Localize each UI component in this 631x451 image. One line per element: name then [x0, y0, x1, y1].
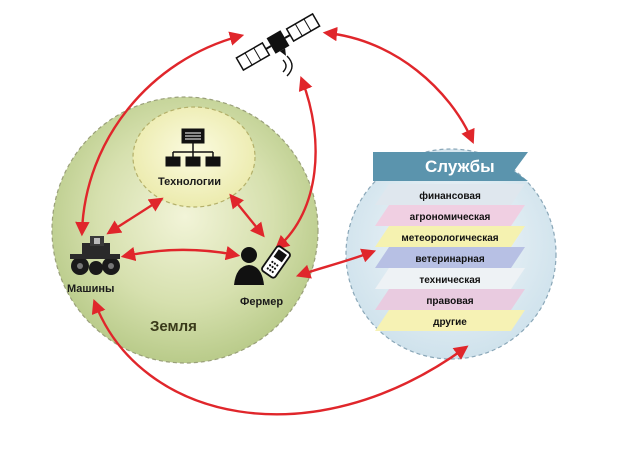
farmer-label: Фермер: [240, 296, 283, 308]
arrow-satellite-farmer: [274, 75, 317, 250]
service-label: ветеринарная: [415, 254, 484, 265]
service-label: правовая: [426, 296, 473, 307]
arrow-machines-services: [91, 298, 469, 416]
services-stripes: финансовая агрономическая метеорологическа…: [375, 184, 525, 331]
service-stripe: [375, 184, 525, 205]
service-label: агрономическая: [410, 212, 491, 223]
arrows: [75, 26, 475, 416]
arrow-technologies-farmer: [229, 193, 265, 238]
arrow-farmer-services: [295, 248, 377, 279]
service-label: другие: [433, 317, 467, 328]
technologies-label: Технологии: [158, 176, 221, 188]
services-header: [373, 152, 528, 181]
service-stripe: [375, 226, 525, 247]
service-label: финансовая: [419, 190, 481, 202]
service-label: техническая: [419, 275, 480, 286]
tractor-icon: [70, 236, 120, 275]
service-stripe: [375, 247, 525, 268]
arrow-machines-technologies: [106, 197, 164, 235]
machines-label: Машины: [67, 283, 114, 295]
service-stripe: [375, 268, 525, 289]
arrow-satellite-machines: [75, 31, 245, 237]
farmer-icon: [234, 245, 291, 285]
services-title: Службы: [425, 157, 495, 176]
arrow-machines-farmer: [120, 246, 241, 262]
service-stripe: [375, 205, 525, 226]
satellite-icon: [235, 12, 321, 72]
arrow-satellite-services: [322, 26, 475, 144]
service-label: метеорологическая: [401, 233, 498, 244]
network-icon: [165, 128, 221, 167]
signal-waves-icon: [282, 55, 293, 77]
earth-label: Земля: [150, 318, 197, 335]
phone-icon: [261, 245, 291, 279]
